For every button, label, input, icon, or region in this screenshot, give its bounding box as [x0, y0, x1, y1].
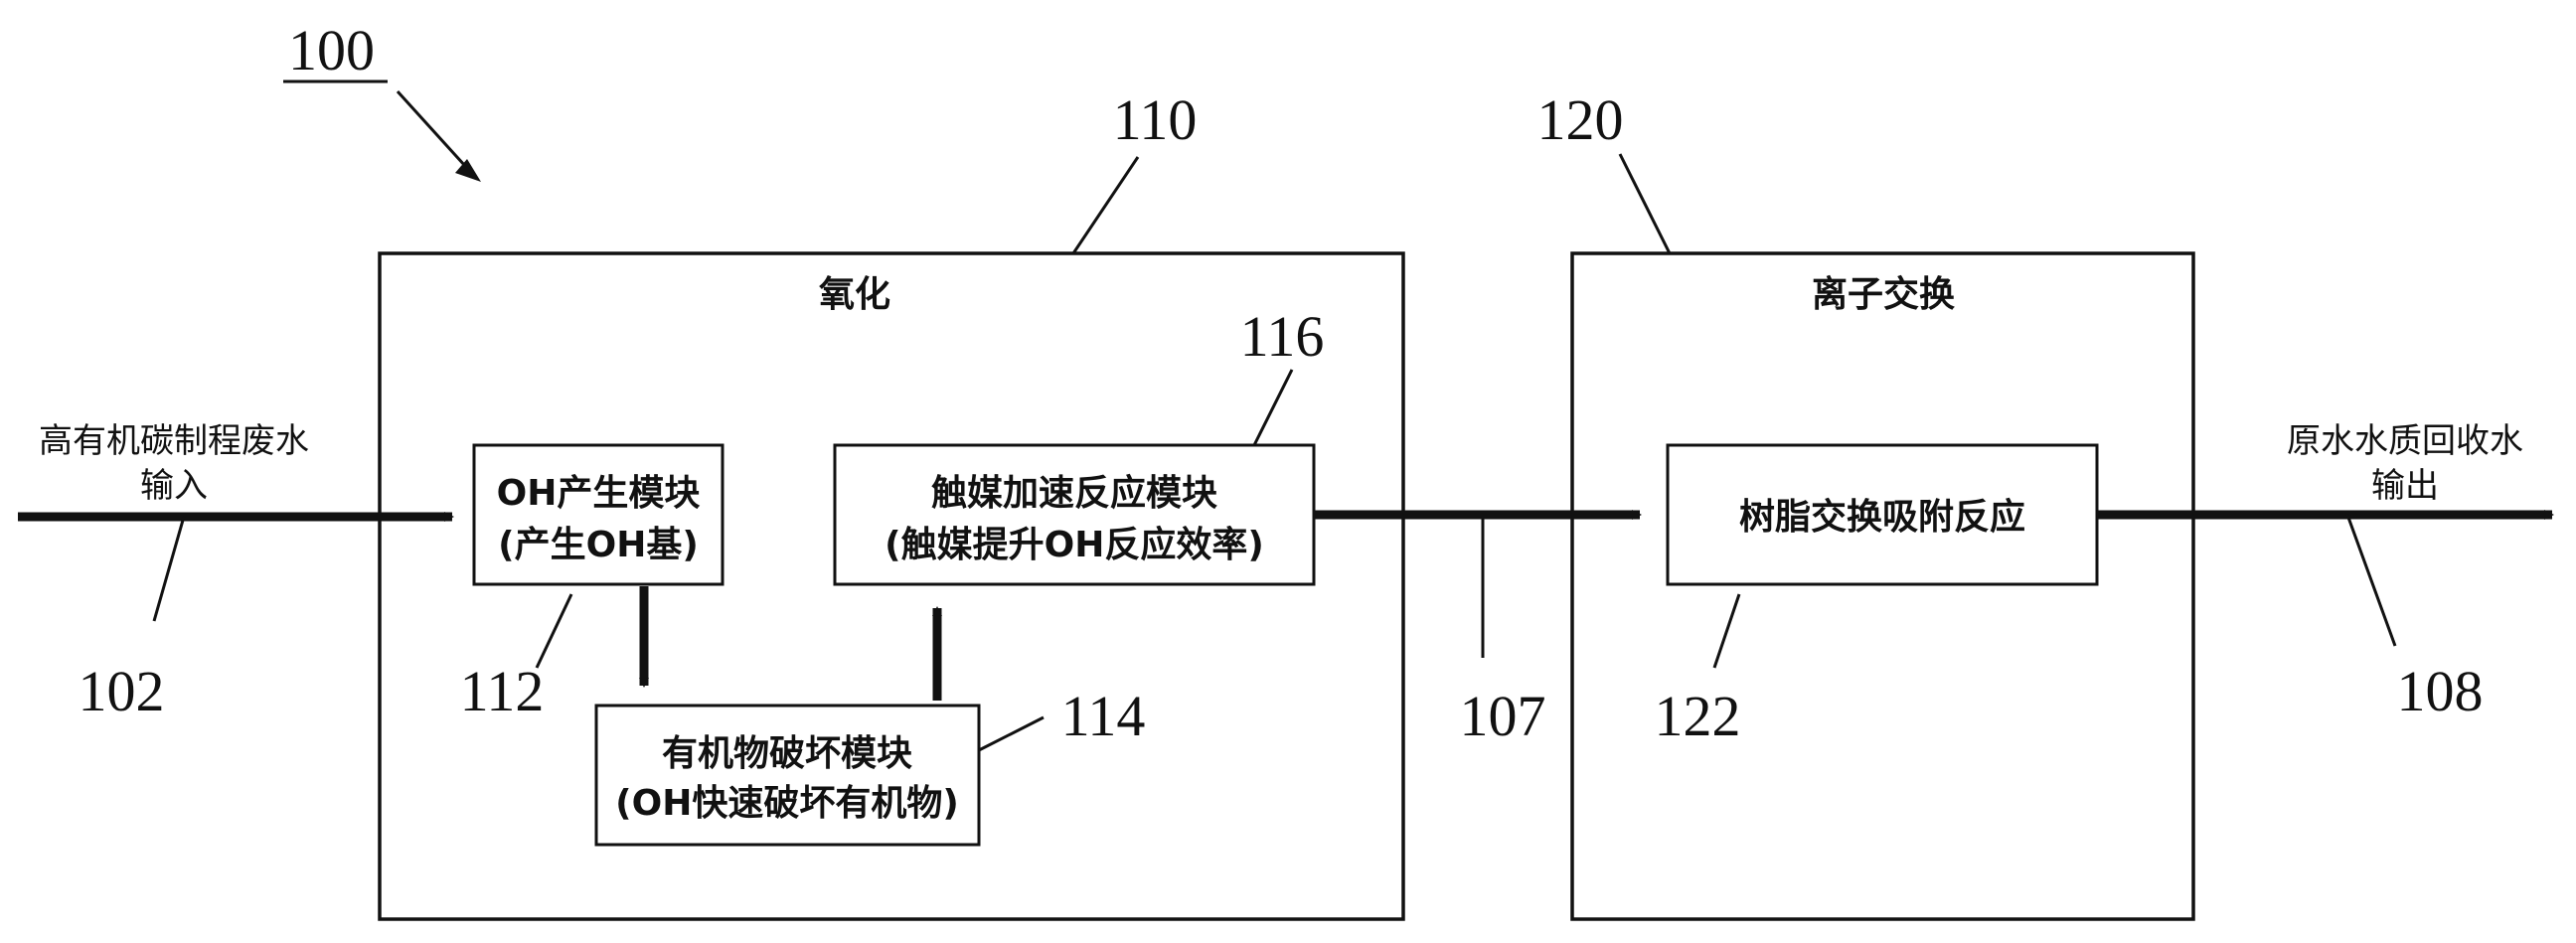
ref-ion-exchange-leader — [1618, 153, 1672, 254]
ref-output: 108 — [2397, 659, 2484, 723]
ref-oh-module: 112 — [460, 659, 545, 723]
oxidation-title: 氧化 — [819, 274, 890, 315]
catalyst-module-line1: 触媒加速反应模块 — [931, 473, 1217, 514]
ref-input-leader — [152, 516, 186, 622]
ref-system-pointer-head — [455, 159, 481, 182]
ref-oxidation: 110 — [1113, 87, 1198, 152]
organic-module-line2: (OH快速破坏有机物) — [615, 783, 959, 824]
ref-input: 102 — [79, 659, 165, 723]
ref-output-leader — [2345, 514, 2397, 647]
resin-label: 树脂交换吸附反应 — [1739, 496, 2025, 538]
input-label-line2: 输入 — [140, 466, 208, 506]
ref-oh-module-leader — [535, 593, 573, 669]
ref-intermediate: 107 — [1460, 684, 1546, 748]
ion-exchange-box — [1570, 251, 2195, 921]
ref-organic-module: 114 — [1061, 684, 1146, 748]
ref-resin: 122 — [1655, 684, 1741, 748]
oh-module-line2: (产生OH基) — [498, 525, 699, 565]
input-label-line1: 高有机碳制程废水 — [39, 421, 309, 461]
ref-system-pointer — [396, 89, 477, 179]
oh-module-line1: OH产生模块 — [497, 473, 701, 514]
ref-oxidation-leader — [1071, 156, 1140, 254]
ref-catalyst-module: 116 — [1240, 304, 1325, 369]
resin-box — [1666, 443, 2099, 586]
catalyst-module-box — [833, 443, 1316, 586]
organic-module-line1: 有机物破坏模块 — [662, 733, 912, 774]
ref-organic-module-leader — [978, 715, 1045, 752]
catalyst-module-line2: (触媒提升OH反应效率) — [885, 525, 1264, 565]
output-label-line2: 输出 — [2371, 466, 2439, 506]
output-label-line1: 原水水质回收水 — [2287, 421, 2523, 461]
ref-resin-leader — [1712, 593, 1741, 669]
ref-ion-exchange: 120 — [1537, 87, 1624, 152]
organic-module-box — [594, 704, 981, 847]
ref-catalyst-module-leader — [1252, 369, 1294, 446]
ref-system: 100 — [288, 18, 375, 82]
ion-exchange-title: 离子交换 — [1812, 273, 1955, 315]
oh-module-box — [472, 443, 724, 586]
